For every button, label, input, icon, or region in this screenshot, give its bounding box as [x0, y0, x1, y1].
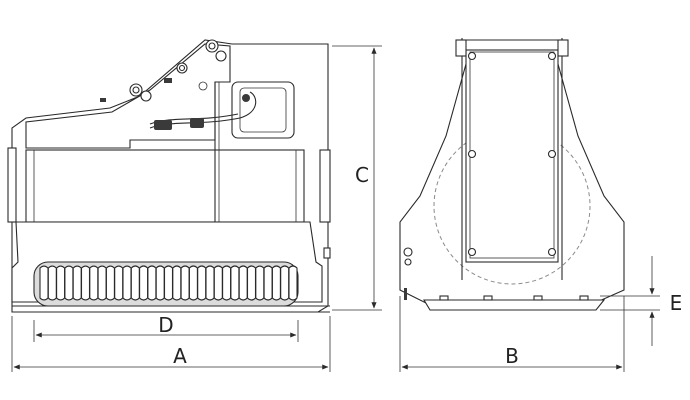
front-view-skid — [423, 299, 606, 311]
flail-blade — [263, 265, 273, 301]
front-view-mount-frame — [465, 49, 559, 263]
side-view-drum — [25, 149, 305, 223]
flail-blade — [64, 265, 74, 301]
flail-blade — [205, 265, 215, 301]
side-view-motor-housing — [231, 81, 295, 139]
flail-blade — [122, 265, 132, 301]
flail-blade — [89, 265, 99, 301]
dimension-d-label: D — [158, 313, 173, 337]
dimension-c-label: C — [355, 163, 369, 187]
flail-blade — [39, 265, 49, 301]
flail-blade — [155, 265, 165, 301]
flail-blade — [271, 265, 281, 301]
frame-bolt — [547, 149, 557, 159]
flail-blade — [230, 265, 240, 301]
flail-blade — [56, 265, 66, 301]
flail-blade — [147, 265, 157, 301]
side-view-pin-2 — [215, 50, 227, 62]
front-view-skid-teeth — [439, 295, 589, 301]
flail-blade — [222, 265, 232, 301]
side-view-pin-5 — [140, 90, 152, 102]
flail-blade — [163, 265, 174, 301]
flail-blade — [105, 265, 115, 301]
side-view-frame-plate — [25, 43, 231, 149]
flail-blade — [188, 265, 198, 301]
dimension-a-label: A — [173, 344, 187, 368]
flail-blade — [238, 265, 248, 301]
frame-bolt — [467, 51, 477, 61]
frame-bolt — [467, 149, 477, 159]
flail-blade — [72, 265, 82, 301]
flail-blade — [197, 265, 207, 301]
frame-bolt — [547, 51, 557, 61]
flail-blade — [180, 265, 190, 301]
frame-bolt — [547, 247, 557, 257]
side-view-flails — [39, 265, 298, 301]
dimension-e-label: E — [670, 291, 683, 315]
flail-blade — [280, 265, 290, 301]
front-view-bolts — [467, 51, 557, 257]
flail-blade — [213, 265, 223, 301]
flail-blade — [114, 265, 124, 301]
flail-blade — [97, 265, 107, 301]
dimension-b-label: B — [505, 344, 519, 368]
flail-blade — [172, 265, 182, 301]
flail-blade — [80, 265, 91, 301]
flail-blade — [288, 265, 298, 301]
front-view — [399, 38, 625, 311]
flail-blade — [139, 265, 149, 301]
flail-blade — [255, 265, 265, 301]
skid-tooth — [439, 295, 449, 301]
side-view — [7, 39, 331, 313]
dimension-lines: D A C B E — [11, 45, 683, 372]
flail-blade — [246, 265, 257, 301]
skid-tooth — [579, 295, 589, 301]
frame-bolt — [467, 247, 477, 257]
skid-tooth — [533, 295, 543, 301]
skid-tooth — [483, 295, 493, 301]
flail-blade — [47, 265, 57, 301]
flail-blade — [130, 265, 140, 301]
